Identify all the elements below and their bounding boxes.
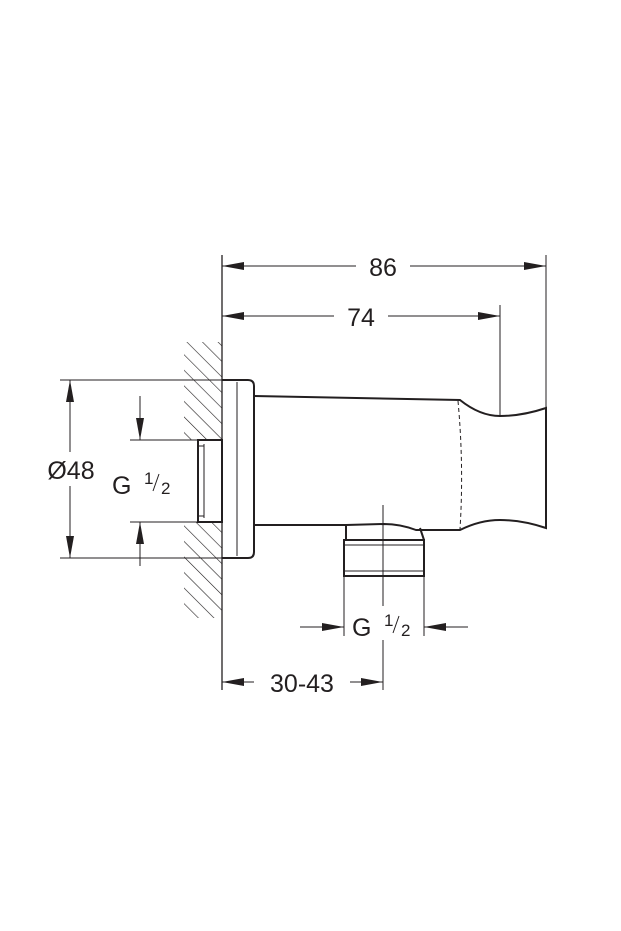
dimension-30-43: 30-43 <box>222 670 383 698</box>
dimension-label-offset: 30-43 <box>270 670 334 698</box>
wall-thread-letter: G <box>112 472 131 500</box>
dimension-diameter-48: Ø48 <box>38 380 104 558</box>
holder-body <box>253 395 547 531</box>
dimension-label-74: 74 <box>347 304 375 332</box>
outlet-thread-letter: G <box>352 614 371 642</box>
extension-lines <box>60 255 547 690</box>
dimension-wall-thread: G 1 2 <box>112 396 170 566</box>
dimension-outlet-thread: G 1 2 <box>300 606 468 642</box>
outlet-connector <box>343 526 425 577</box>
dimension-86: 86 <box>222 254 546 282</box>
dimension-label-diameter: Ø48 <box>47 457 94 485</box>
dimension-74: 74 <box>222 304 500 332</box>
dimension-label-86: 86 <box>369 254 397 282</box>
flange <box>222 379 255 559</box>
wall-thread-denominator: 2 <box>161 479 170 498</box>
wall-thread-insert <box>197 439 223 523</box>
outlet-thread-numerator: 1 <box>384 611 393 630</box>
outlet-thread-denominator: 2 <box>401 621 410 640</box>
wall-hatching <box>184 342 222 618</box>
wall-thread-numerator: 1 <box>144 469 153 488</box>
